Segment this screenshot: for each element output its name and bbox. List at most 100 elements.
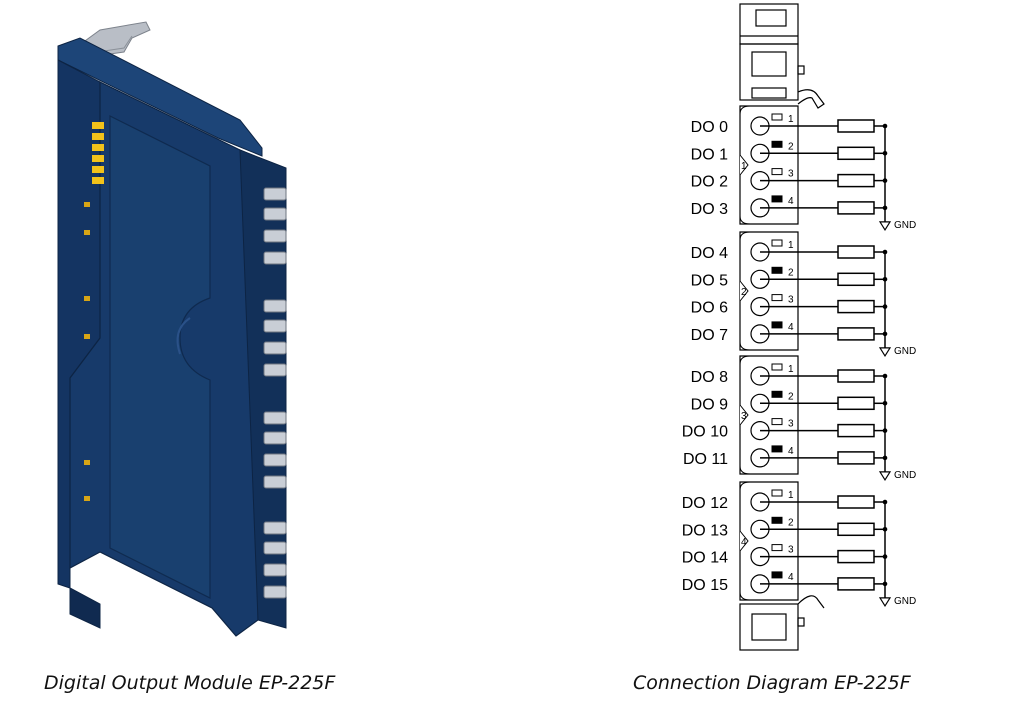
status-leds xyxy=(84,122,104,501)
led-indicator xyxy=(771,113,783,121)
channel-label: DO 12 xyxy=(682,495,728,512)
pin-number: 1 xyxy=(788,364,794,375)
load-resistor xyxy=(837,146,875,161)
group-marker xyxy=(739,154,749,176)
led-indicator xyxy=(771,489,783,497)
pin-number: 3 xyxy=(788,419,794,430)
pin-number: 1 xyxy=(788,114,794,125)
group-number: 4 xyxy=(741,537,747,548)
load-resistor xyxy=(837,272,875,287)
gnd-label: GND xyxy=(894,220,916,231)
pin-number: 2 xyxy=(788,517,794,528)
channel-label: DO 9 xyxy=(691,396,728,413)
load-resistor xyxy=(837,396,875,411)
gnd-label: GND xyxy=(894,596,916,607)
pin-number: 3 xyxy=(788,295,794,306)
connector-block xyxy=(739,231,799,351)
load-resistor xyxy=(837,299,875,314)
led-indicator xyxy=(771,321,783,329)
pin-number: 4 xyxy=(788,572,794,583)
channel-label: DO 3 xyxy=(691,201,728,218)
led-indicator xyxy=(771,168,783,176)
module-caption: Digital Output Module EP-225F xyxy=(44,672,336,694)
group-marker xyxy=(739,404,749,426)
group-marker xyxy=(739,530,749,552)
load-resistor xyxy=(837,327,875,341)
ground-symbol xyxy=(878,221,892,232)
ground-symbol xyxy=(878,597,892,608)
load-resistor xyxy=(837,522,875,537)
channel-label: DO 0 xyxy=(691,119,728,136)
channel-label: DO 5 xyxy=(691,272,728,289)
terminal-screws xyxy=(263,187,287,599)
connector-block xyxy=(739,355,799,475)
pin-number: 2 xyxy=(788,141,794,152)
channel-label: DO 14 xyxy=(682,550,728,567)
led-indicator xyxy=(771,445,783,453)
module-drawing xyxy=(57,21,287,637)
connector-block xyxy=(739,105,799,225)
channel-label: DO 13 xyxy=(682,522,728,539)
channel-label: DO 4 xyxy=(691,245,728,262)
led-indicator xyxy=(771,571,783,579)
channel-label: DO 7 xyxy=(691,327,728,344)
pin-number: 3 xyxy=(788,545,794,556)
led-indicator xyxy=(771,140,783,148)
led-indicator xyxy=(771,239,783,247)
module-illustration xyxy=(40,8,340,648)
led-indicator xyxy=(771,390,783,398)
load-resistor xyxy=(837,423,875,438)
led-indicator xyxy=(771,544,783,552)
pin-number: 4 xyxy=(788,446,794,457)
top-housing xyxy=(739,3,825,109)
pin-number: 1 xyxy=(788,240,794,251)
led-indicator xyxy=(771,266,783,274)
channel-label: DO 10 xyxy=(682,424,728,441)
pin-number: 3 xyxy=(788,169,794,180)
pin-number: 2 xyxy=(788,391,794,402)
group-number: 1 xyxy=(741,161,747,172)
pin-number: 2 xyxy=(788,267,794,278)
load-resistor xyxy=(837,549,875,564)
led-indicator xyxy=(771,294,783,302)
pin-number: 4 xyxy=(788,196,794,207)
channel-label: DO 15 xyxy=(682,577,728,594)
bottom-housing xyxy=(739,595,825,651)
led-indicator xyxy=(771,363,783,371)
pin-number: 4 xyxy=(788,322,794,333)
load-resistor xyxy=(837,201,875,215)
load-resistor xyxy=(837,451,875,465)
led-indicator xyxy=(771,195,783,203)
group-number: 2 xyxy=(741,287,747,298)
load-resistor xyxy=(837,173,875,188)
channel-label: DO 2 xyxy=(691,174,728,191)
channel-label: DO 6 xyxy=(691,300,728,317)
ground-symbol xyxy=(878,347,892,358)
channel-label: DO 11 xyxy=(683,451,728,468)
led-indicator xyxy=(771,418,783,426)
gnd-label: GND xyxy=(894,470,916,481)
terminal-strip xyxy=(239,149,287,629)
group-marker xyxy=(739,280,749,302)
channel-label: DO 8 xyxy=(691,369,728,386)
connector-block xyxy=(739,481,799,601)
diagram-caption: Connection Diagram EP-225F xyxy=(633,672,911,694)
channel-label: DO 1 xyxy=(691,146,728,163)
group-number: 3 xyxy=(741,411,747,422)
gnd-label: GND xyxy=(894,346,916,357)
load-resistor xyxy=(837,369,875,383)
pin-number: 1 xyxy=(788,490,794,501)
ground-symbol xyxy=(878,471,892,482)
load-resistor xyxy=(837,119,875,133)
load-resistor xyxy=(837,495,875,509)
load-resistor xyxy=(837,245,875,259)
led-indicator xyxy=(771,516,783,524)
module-top xyxy=(57,37,263,157)
load-resistor xyxy=(837,577,875,591)
